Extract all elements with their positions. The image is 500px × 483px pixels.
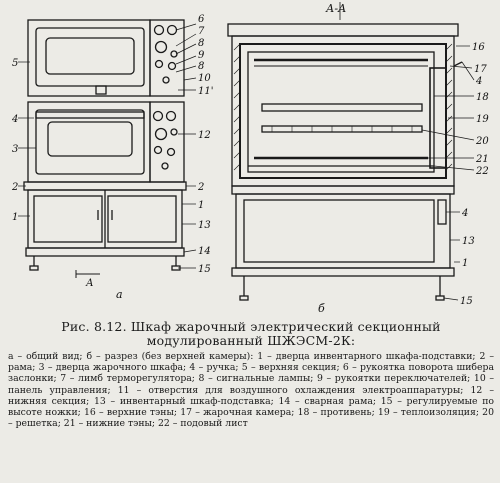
callout-a-13: 13: [198, 220, 211, 231]
callout-a-14: 14: [198, 246, 211, 257]
callout-b-19: 19: [476, 114, 489, 125]
view-a-general: [23, 19, 187, 278]
callout-a-2r: 2: [197, 182, 204, 193]
view-b-section: [227, 2, 463, 301]
callout-a-4: 4: [11, 114, 18, 125]
caption-legend: а – общий вид; б – разрез (без верхней к…: [8, 351, 494, 430]
callout-a-1r: 1: [198, 200, 204, 211]
callout-b-17: 17: [474, 64, 487, 75]
callout-a-2: 2: [11, 182, 18, 193]
callout-b-1: 1: [462, 258, 468, 269]
callout-b-4b: 4: [461, 208, 468, 219]
callout-b-18: 18: [476, 92, 489, 103]
callout-b-15: 15: [460, 296, 473, 307]
callout-a-5: 5: [12, 58, 18, 69]
callout-a-8: 8: [198, 38, 204, 49]
callout-a-15: 15: [198, 264, 211, 275]
callout-b-22: 22: [475, 166, 489, 177]
callout-b-16: 16: [472, 42, 485, 53]
subfig-b-label: б: [318, 302, 325, 315]
callout-a-7: 7: [198, 26, 205, 37]
oven-technical-drawing: А-А 5 4 3 2 1 6 7 8 9 8 10 11' 12 2 1 13…: [11, 2, 489, 315]
arrow-a-label: А: [85, 278, 94, 289]
caption-title: Рис. 8.12. Шкаф жарочный электрический с…: [61, 319, 441, 348]
callout-a-8b: 8: [198, 61, 204, 72]
callout-a-10: 10: [198, 73, 211, 84]
callout-b-13: 13: [462, 236, 475, 247]
figure-caption: Рис. 8.12. Шкаф жарочный электрический с…: [8, 319, 494, 430]
callout-a-9: 9: [198, 50, 205, 61]
section-label: А-А: [325, 2, 346, 15]
callout-a-12: 12: [198, 130, 211, 141]
callout-a-1: 1: [12, 212, 18, 223]
callout-b-4: 4: [475, 76, 482, 87]
callout-b-20: 20: [475, 136, 489, 147]
callout-a-3: 3: [12, 144, 18, 155]
callout-a-6: 6: [198, 14, 205, 25]
subfig-a-label: а: [116, 288, 123, 301]
callout-a-11: 11': [198, 86, 213, 97]
callout-b-21: 21: [475, 154, 489, 165]
